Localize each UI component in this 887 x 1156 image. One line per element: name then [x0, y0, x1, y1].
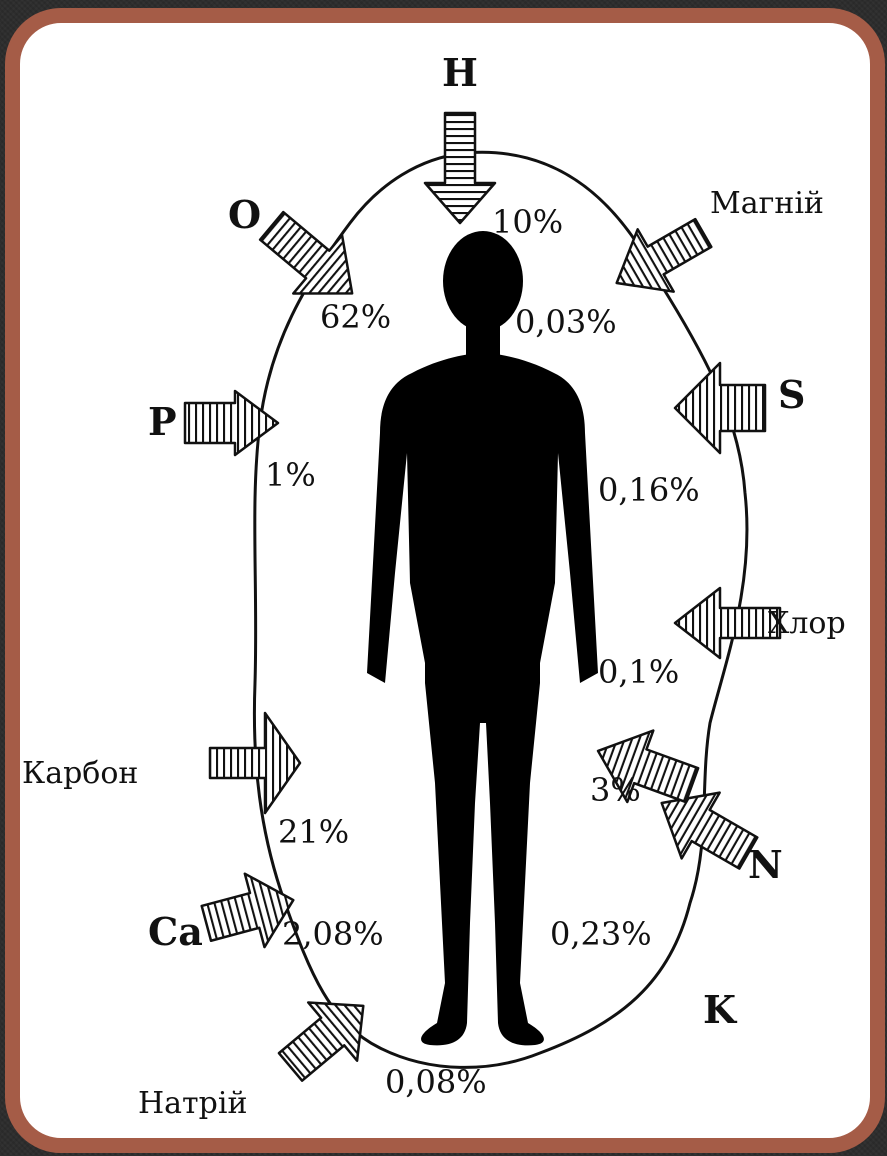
percent-s: 0,16%	[598, 471, 700, 509]
percent-ca: 2,08%	[282, 915, 384, 953]
arrow-h	[425, 113, 495, 223]
label-p: P	[148, 399, 177, 444]
percent-p: 1%	[265, 456, 316, 494]
percent-c: 21%	[278, 813, 349, 851]
label-h: H	[442, 50, 478, 95]
label-ca: Ca	[148, 909, 203, 954]
percent-n: 3%	[590, 771, 641, 809]
percent-h: 10%	[492, 203, 563, 241]
body-composition-diagram: H O Магній S P Хлор Карбон N Ca K Натрій…	[20, 23, 870, 1138]
label-na: Натрій	[138, 1086, 247, 1121]
label-c: Карбон	[22, 756, 138, 791]
percent-k: 0,23%	[550, 915, 652, 953]
percent-mg: 0,03%	[515, 303, 617, 341]
percent-cl: 0,1%	[598, 653, 679, 691]
arrow-s	[675, 363, 765, 453]
label-o: O	[228, 192, 261, 237]
label-k: K	[703, 987, 738, 1032]
percent-na: 0,08%	[385, 1063, 487, 1101]
arrow-na	[266, 977, 388, 1096]
diagram-frame: H O Магній S P Хлор Карбон N Ca K Натрій…	[5, 8, 885, 1153]
label-n: N	[748, 842, 783, 887]
label-mg: Магній	[710, 186, 824, 221]
percent-o: 62%	[320, 298, 391, 336]
label-s: S	[778, 372, 805, 417]
label-cl: Хлор	[768, 606, 846, 641]
arrow-cl	[675, 588, 780, 658]
